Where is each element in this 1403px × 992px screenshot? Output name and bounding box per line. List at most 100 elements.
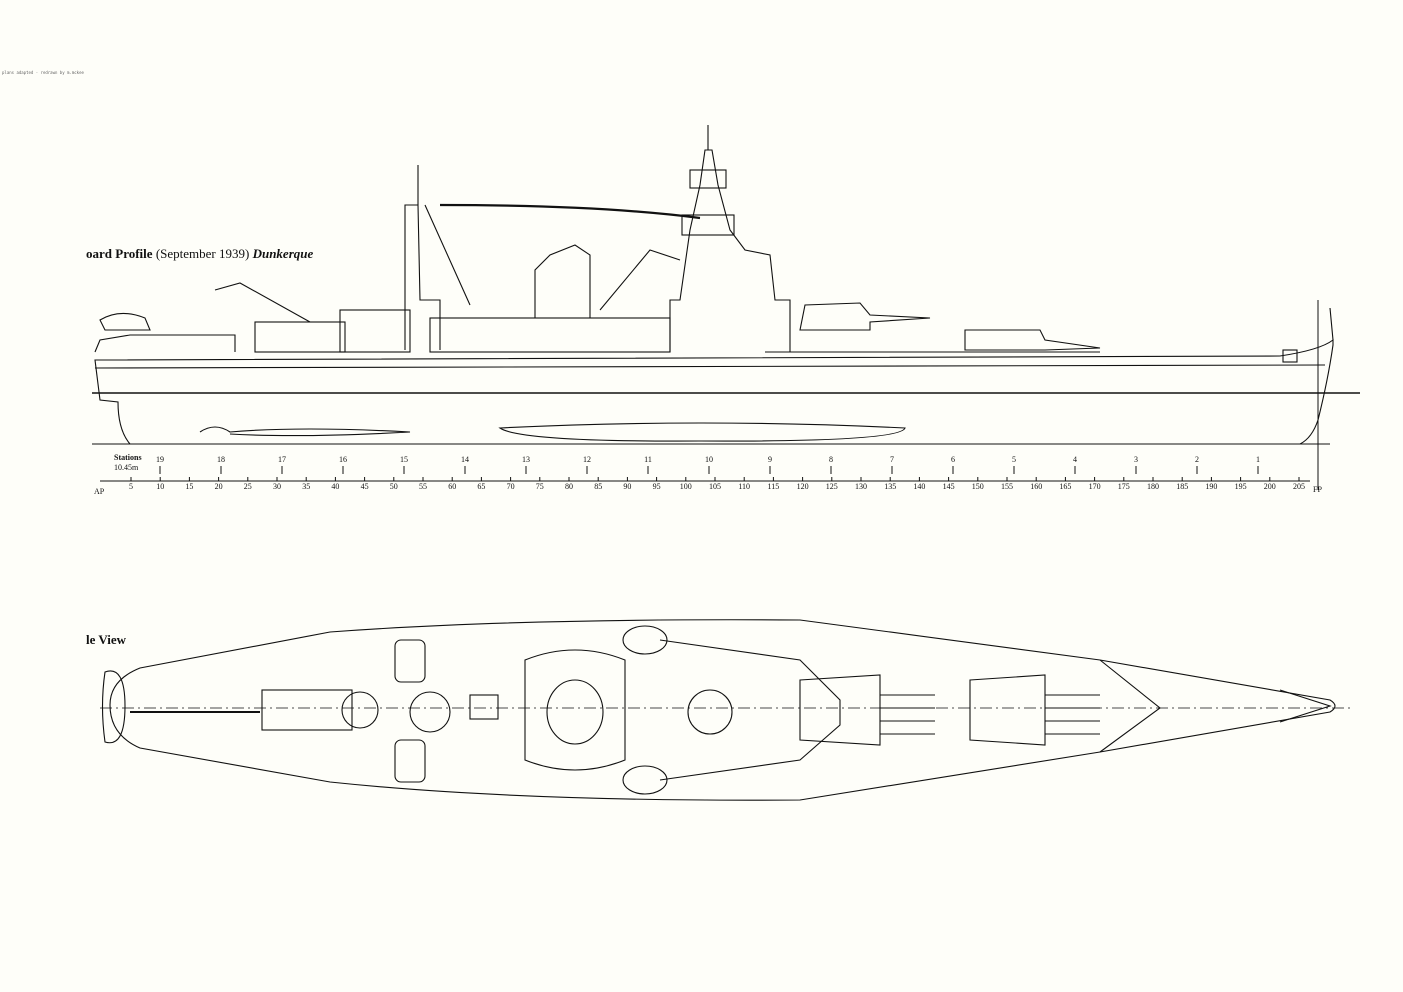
aft-perpendicular-label: AP [94,487,105,496]
bridge [681,214,735,236]
frame-label: 145 [943,482,955,491]
profile-title-date: (September 1939) [155,246,250,261]
frame-label: 100 [680,482,692,491]
forward-tower [669,149,791,352]
boat-deck [524,649,626,771]
mid-crane [599,249,681,311]
station-label: 8 [829,455,833,464]
frame-label: 125 [826,482,838,491]
frame-label: 140 [913,482,925,491]
hatch [469,694,499,720]
sec-turret-stbd [394,739,426,783]
station-label: 10 [705,455,713,464]
station-label: 14 [461,455,469,464]
stbd-sec-mount [622,765,668,795]
frame-label: 105 [709,482,721,491]
frame-label: 175 [1118,482,1130,491]
station-label: 12 [583,455,591,464]
aft-tower [404,204,441,350]
sec-turret-port [394,639,426,683]
frame-scale [100,300,1319,490]
frame-label: 75 [536,482,544,491]
frame-label: 170 [1089,482,1101,491]
station-label: 7 [890,455,894,464]
stations-spacing: 10.45m [114,463,139,472]
station-label: 6 [951,455,955,464]
frame-label: 90 [623,482,631,491]
hull-outline [94,338,1334,445]
frame-label: 65 [477,482,485,491]
station-label: 5 [1012,455,1016,464]
catapult-deck [94,334,236,353]
forward-tower-plan [687,689,733,735]
station-label: 15 [400,455,408,464]
frame-label: 50 [390,482,398,491]
aft-crane [214,282,311,323]
frame-label: 40 [331,482,339,491]
plan-view [100,619,1350,801]
bilge-keel [498,422,906,442]
frame-label: 10 [156,482,164,491]
port-sec-mount [622,625,668,655]
station-label: 16 [339,455,347,464]
frame-label: 185 [1176,482,1188,491]
aft-deckhouse [254,321,346,353]
plan-view-title: le View [86,632,127,647]
station-label: 9 [768,455,772,464]
station-label: 2 [1195,455,1199,464]
forward-perpendicular-label: FP [1313,485,1322,494]
frame-label: 165 [1059,482,1071,491]
frame-label: 5 [129,482,133,491]
station-label: 1 [1256,455,1260,464]
profile-title-main: oard Profile [86,246,153,261]
frame-label: 205 [1293,482,1305,491]
frame-label: 150 [972,482,984,491]
turret-2-plan [799,674,881,746]
jackstaff [1329,307,1334,341]
frame-label: 120 [797,482,809,491]
aft-deckhouse-plan [261,689,353,731]
midship-deckhouse [429,317,671,353]
profile-title-ship: Dunkerque [252,246,314,261]
turret-1-profile [964,329,1101,351]
breakwater [1099,659,1161,753]
station-label: 4 [1073,455,1077,464]
aft-boom [424,204,471,306]
propeller-shafts [199,426,411,437]
frame-label: 55 [419,482,427,491]
station-label: 19 [156,455,164,464]
frame-label: 35 [302,482,310,491]
stern-catapult [101,670,126,744]
frame-label: 200 [1264,482,1276,491]
aft-secondary-turret [341,691,379,729]
station-label: 18 [217,455,225,464]
profile-view [92,125,1360,445]
frame-label: 70 [507,482,515,491]
plan-hull-outline [109,619,1336,801]
forward-superstructure-plan [659,639,841,781]
frame-label: 180 [1147,482,1159,491]
anchor-hawse [1282,349,1298,363]
deck-line [94,364,1326,369]
fire-control-director [689,169,727,189]
profile-title: oard Profile (September 1939) Dunkerque [86,246,313,262]
turret-2-profile [799,302,931,331]
stations-label: Stations [114,453,142,462]
seaplane [99,312,151,331]
frame-label: 30 [273,482,281,491]
frame-label: 160 [1030,482,1042,491]
frame-label: 130 [855,482,867,491]
station-label: 3 [1134,455,1138,464]
frame-label: 135 [884,482,896,491]
header-note: plans adapted · redrawn by m.mckee [2,70,84,75]
frame-label: 80 [565,482,573,491]
frame-label: 190 [1205,482,1217,491]
frame-label: 25 [244,482,252,491]
station-label: 11 [644,455,652,464]
frame-label: 155 [1001,482,1013,491]
aft-superstructure [339,309,411,353]
funnel [534,244,591,318]
